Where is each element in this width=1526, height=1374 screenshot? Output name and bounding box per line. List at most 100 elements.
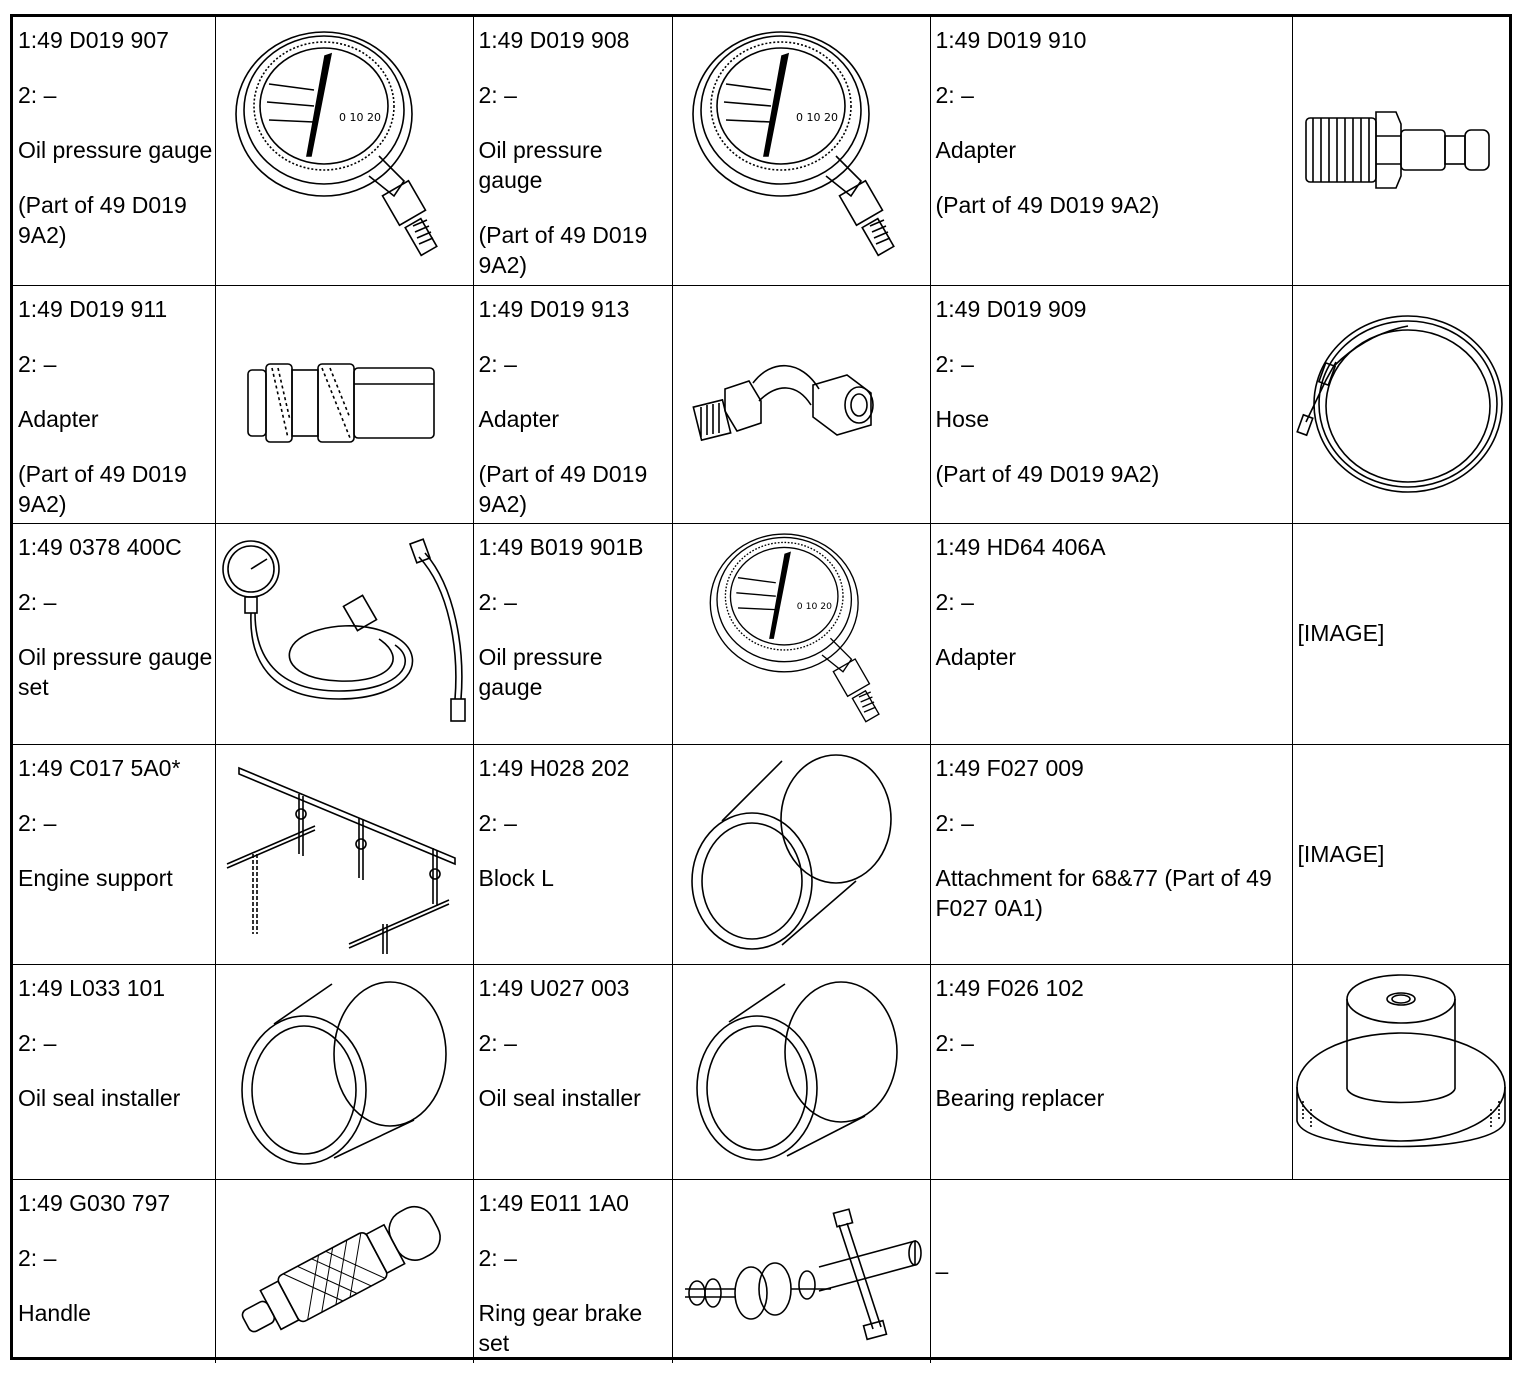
tool-name: Oil seal installer [18,1084,181,1111]
tool-name: Adapter [18,405,99,432]
tool-number-2: 2: – [935,588,974,615]
tool-note: (Part of 49 D019 9A2) [478,460,648,517]
tool-info-cell: 1:49 D019 913 2: – Adapter (Part of 49 D… [472,284,673,524]
tool-code: 1:49 F027 009 [935,754,1084,781]
table-row: 1:49 C017 5A0* 2: – Engine support 1:49 … [13,743,1509,965]
tool-number-2: 2: – [935,1029,974,1056]
tool-code: 1:49 H028 202 [478,754,630,781]
tool-name: Oil pressure gauge [478,643,603,700]
tool-name: Engine support [18,864,173,891]
tool-number-2: 2: – [478,809,517,836]
tool-info-cell: 1:49 B019 901B 2: – Oil pressure gauge [472,522,673,745]
oil-pressure-gauge-icon: 0 10 20 [692,30,895,257]
tool-note: (Part of 49 D019 9A2) [935,460,1160,487]
bearing-replacer-icon [1295,974,1506,1148]
tool-code: 1:49 E011 1A0 [478,1189,629,1216]
tool-image-cell [1291,963,1509,1180]
image-placeholder-cell: [IMAGE] [1291,522,1509,745]
tool-info-cell: 1:49 F027 009 2: – Attachment for 68&77 … [929,743,1293,965]
gauge-set-icon [222,537,466,722]
tool-number-2: 2: – [478,82,517,108]
tool-number-2: 2: – [18,82,57,108]
cylinder-block-icon [691,754,892,950]
tool-code: 1:49 C017 5A0* [18,754,181,781]
tool-code: 1:49 G030 797 [18,1189,171,1216]
oil-pressure-gauge-icon: 0 10 20 [235,30,438,257]
tool-info-cell: 1:49 HD64 406A 2: – Adapter [929,522,1293,745]
svg-text:0 10 20: 0 10 20 [339,111,381,124]
tool-info-cell: 1:49 E011 1A0 2: – Ring gear brake set [472,1178,673,1363]
tool-number-2: 2: – [18,350,57,377]
cylinder-installer-icon [696,980,898,1161]
tool-name: Ring gear brake set [478,1299,643,1356]
adapter-elbow-icon [692,364,874,442]
tool-note: (Part of 49 D019 9A2) [18,460,187,517]
tool-name: Oil pressure gauge [478,137,603,193]
tool-image-cell [214,963,474,1180]
tool-info-cell: 1:49 F026 102 2: – Bearing replacer [929,963,1293,1180]
tool-code: 1:49 D019 911 [18,295,168,322]
tool-name: Bearing replacer [935,1084,1105,1111]
tool-image-cell [214,1178,474,1363]
tool-name: Adapter [935,643,1017,670]
tool-image-cell [214,284,474,524]
tool-info-cell: 1:49 D019 907 2: – Oil pressure gauge (P… [13,17,216,286]
table-row: 1:49 D019 911 2: – Adapter (Part of 49 D… [13,284,1509,524]
tool-info-cell: 1:49 U027 003 2: – Oil seal installer [472,963,673,1180]
table-row: 1:49 L033 101 2: – Oil seal installer 1:… [13,963,1509,1180]
tool-info-cell: 1:49 D019 911 2: – Adapter (Part of 49 D… [13,284,216,524]
tool-info-cell: 1:49 D019 909 2: – Hose (Part of 49 D019… [929,284,1293,524]
tool-image-cell [671,743,931,965]
tool-number-2: 2: – [935,82,974,108]
hose-coil-icon [1295,315,1503,493]
tool-info-cell: 1:49 G030 797 2: – Handle [13,1178,216,1363]
knurled-handle-icon [241,1206,441,1333]
tool-info-cell: 1:49 0378 400C 2: – Oil pressure gauge s… [13,522,216,745]
cylinder-installer-icon [241,980,447,1165]
tool-note: (Part of 49 D019 9A2) [18,192,187,248]
tool-image-cell [1291,17,1509,286]
tool-number-2: 2: – [18,588,57,615]
image-placeholder-cell: [IMAGE] [1291,743,1509,965]
table-row: 1:49 D019 907 2: – Oil pressure gauge (P… [13,17,1509,286]
tool-info-cell: 1:49 H028 202 2: – Block L [472,743,673,965]
tool-note: (Part of 49 D019 9A2) [935,192,1160,218]
tool-code: 1:49 D019 907 [18,27,169,53]
tool-number-2: 2: – [478,350,517,377]
tool-code: 1:49 D019 910 [935,27,1087,53]
tool-name: Oil pressure gauge set [18,643,213,700]
tool-number-2: 2: – [18,1244,57,1271]
tool-number-2: 2: – [935,350,974,377]
tool-info-cell: 1:49 D019 910 2: – Adapter (Part of 49 D… [929,17,1293,286]
tool-info-cell: 1:49 L033 101 2: – Oil seal installer [13,963,216,1180]
tool-image-cell: 0 10 20 [214,17,474,286]
tool-code: 1:49 D019 909 [935,295,1087,322]
oil-pressure-gauge-icon: 0 10 20 [709,532,880,723]
tool-image-cell [214,743,474,965]
tool-info-cell: 1:49 D019 908 2: – Oil pressure gauge (P… [472,17,673,286]
tool-image-cell [1291,284,1509,524]
tool-name: Adapter [935,137,1017,163]
tool-number-2: 2: – [478,1244,517,1271]
tool-name: Adapter [478,405,560,432]
tool-number-2: 2: – [478,1029,517,1056]
tool-image-cell: 0 10 20 [671,522,931,745]
tool-image-cell: 0 10 20 [671,17,931,286]
tool-number-2: 2: – [18,809,57,836]
tool-note: (Part of 49 D019 9A2) [478,222,648,278]
tool-code: 1:49 D019 908 [478,27,630,53]
tool-code: 1:49 HD64 406A [935,533,1106,560]
special-tools-table: 1:49 D019 907 2: – Oil pressure gauge (P… [10,14,1512,1363]
empty-dash: – [935,1257,949,1284]
tool-info-cell: 1:49 C017 5A0* 2: – Engine support [13,743,216,965]
tool-code: 1:49 U027 003 [478,974,630,1001]
tool-code: 1:49 D019 913 [478,295,630,322]
tool-code: 1:49 F026 102 [935,974,1084,1001]
tool-image-cell [214,522,474,745]
tool-code: 1:49 B019 901B [478,533,644,560]
tool-name: Handle [18,1299,91,1326]
image-placeholder: [IMAGE] [1297,620,1385,646]
adapter-plug-icon [1304,110,1490,189]
tool-name: Attachment for 68&77 (Part of 49 F027 0A… [935,864,1272,921]
tool-name: Block L [478,864,554,891]
